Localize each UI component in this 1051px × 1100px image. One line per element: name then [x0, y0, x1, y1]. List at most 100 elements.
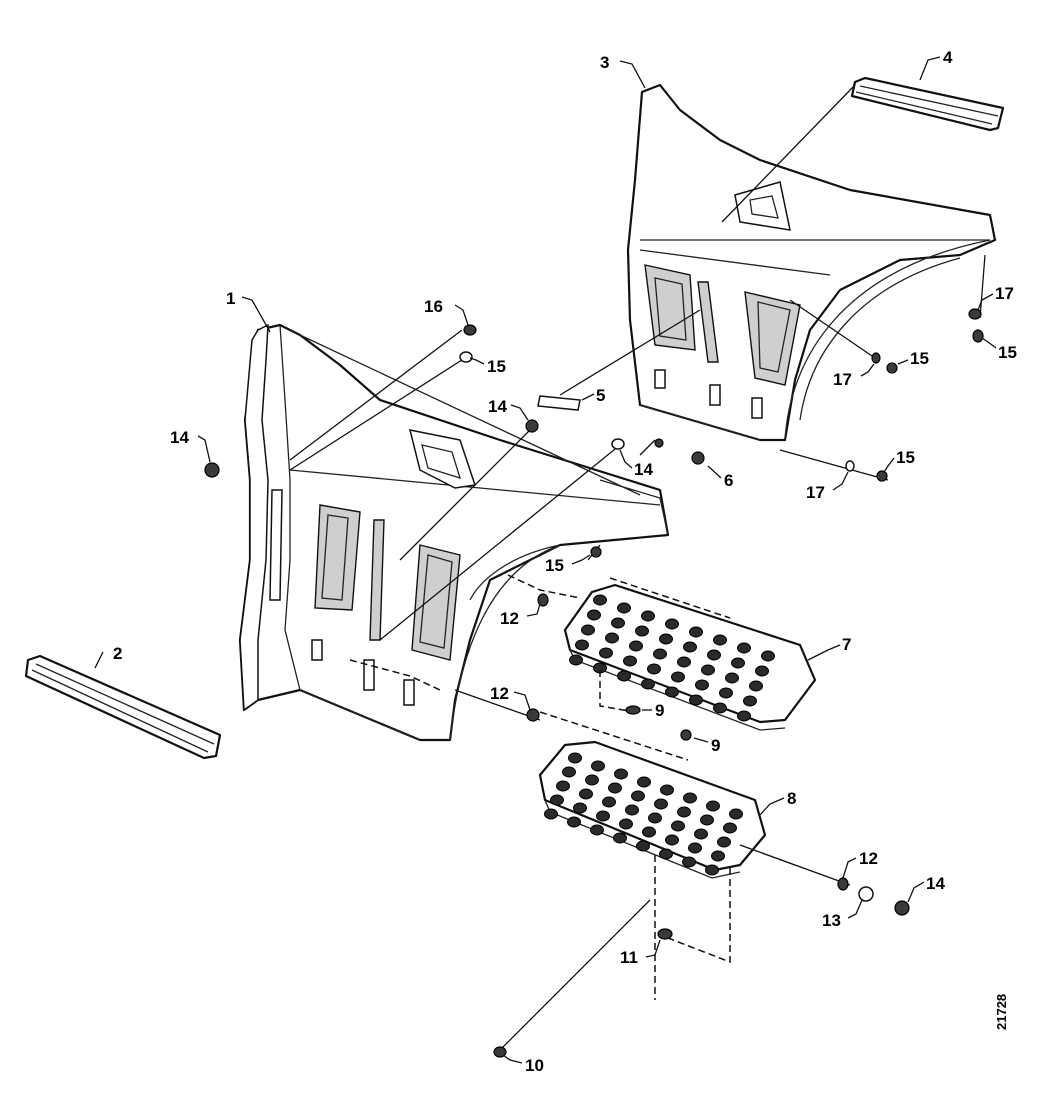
tread-hole: [556, 780, 570, 792]
tread-hole: [593, 594, 607, 606]
step-tread-holes: [544, 752, 743, 876]
callout-12a: 12: [500, 609, 519, 628]
callout-5: 5: [596, 386, 605, 405]
tread-hole: [585, 774, 599, 786]
tread-hole: [717, 836, 731, 848]
washer-14: [611, 438, 625, 450]
tread-hole: [647, 663, 661, 675]
assembly-dash-lines: [349, 574, 731, 1000]
tread-hole: [635, 625, 649, 637]
tread-hole: [725, 672, 739, 684]
tread-hole: [581, 624, 595, 636]
tread-hole: [636, 840, 650, 852]
callout-14b: 14: [488, 397, 507, 416]
bolt-15: [876, 470, 888, 482]
bolt-9: [625, 705, 641, 715]
callout-15c: 15: [910, 349, 929, 368]
tread-hole: [682, 856, 696, 868]
tread-hole: [713, 634, 727, 646]
tread-hole: [665, 618, 679, 630]
tread-hole: [731, 657, 745, 669]
tread-hole: [677, 656, 691, 668]
tread-hole: [629, 640, 643, 652]
part-7-step-tread: [563, 583, 817, 731]
tread-hole: [654, 798, 668, 810]
washer-13: [858, 886, 874, 902]
callout-15a: 15: [487, 357, 506, 376]
tread-hole: [550, 794, 564, 806]
tread-hole: [694, 828, 708, 840]
figure-reference-code: 21728: [994, 994, 1009, 1030]
callout-14c: 14: [634, 460, 653, 479]
tread-hole: [579, 788, 593, 800]
callout-14a: 14: [170, 428, 189, 447]
tread-hole: [575, 639, 589, 651]
tread-hole: [761, 650, 775, 662]
tread-hole: [641, 678, 655, 690]
tread-hole: [596, 810, 610, 822]
bolt-15: [590, 546, 602, 558]
tread-hole: [683, 641, 697, 653]
tread-hole: [599, 647, 613, 659]
tread-hole: [705, 864, 719, 876]
tread-hole: [711, 850, 725, 862]
tread-hole: [689, 626, 703, 638]
hardware: [204, 308, 984, 1058]
callout-7: 7: [842, 635, 851, 654]
tread-hole: [544, 808, 558, 820]
tread-hole: [695, 679, 709, 691]
tread-hole: [591, 760, 605, 772]
nut-14: [204, 462, 220, 478]
tread-hole: [660, 784, 674, 796]
callout-11: 11: [620, 948, 638, 967]
callout-9b: 9: [711, 736, 720, 755]
tread-hole: [611, 617, 625, 629]
nut-12: [837, 877, 849, 891]
tread-hole: [568, 752, 582, 764]
tread-hole: [562, 766, 576, 778]
tread-hole: [688, 842, 702, 854]
nut-17: [871, 352, 881, 364]
nut-14: [894, 900, 910, 916]
callout-15d: 15: [998, 343, 1017, 362]
bolt-10: [493, 1046, 507, 1058]
callout-1: 1: [226, 289, 235, 308]
callout-15e: 15: [896, 448, 915, 467]
tread-hole: [755, 665, 769, 677]
tread-hole: [590, 824, 604, 836]
part-8-step-tread: [538, 740, 767, 879]
nut-6: [654, 438, 664, 448]
part-3-step-housing-right: [626, 83, 997, 442]
callout-16: 16: [424, 297, 443, 316]
bolt-15: [886, 362, 898, 374]
tread-hole: [665, 686, 679, 698]
tread-hole: [567, 816, 581, 828]
nut-12: [537, 593, 549, 607]
bolt-16: [463, 324, 477, 336]
callout-3: 3: [600, 53, 609, 72]
tread-hole: [659, 848, 673, 860]
tread-hole: [569, 654, 583, 666]
tread-hole: [719, 687, 733, 699]
nut-17: [968, 308, 982, 320]
bolt-11: [657, 928, 673, 940]
washer-15: [459, 351, 473, 363]
tread-hole: [749, 680, 763, 692]
callout-12c: 12: [859, 849, 878, 868]
tread-hole: [617, 670, 631, 682]
nut-14: [525, 419, 539, 433]
callout-6: 6: [724, 471, 733, 490]
bolt-15: [972, 329, 984, 343]
callout-4: 4: [943, 48, 953, 67]
tread-hole: [614, 768, 628, 780]
tread-hole: [617, 602, 631, 614]
callouts: 1 2 3 4 5 6 7 8 9 9 10 11 12 12 12 13 14: [94, 48, 1017, 1075]
tread-hole: [631, 790, 645, 802]
tread-hole: [671, 820, 685, 832]
part-1-step-housing-left: [238, 323, 670, 742]
tread-hole: [637, 776, 651, 788]
step-tread-holes: [569, 594, 775, 722]
tread-hole: [653, 648, 667, 660]
callout-17b: 17: [995, 284, 1014, 303]
